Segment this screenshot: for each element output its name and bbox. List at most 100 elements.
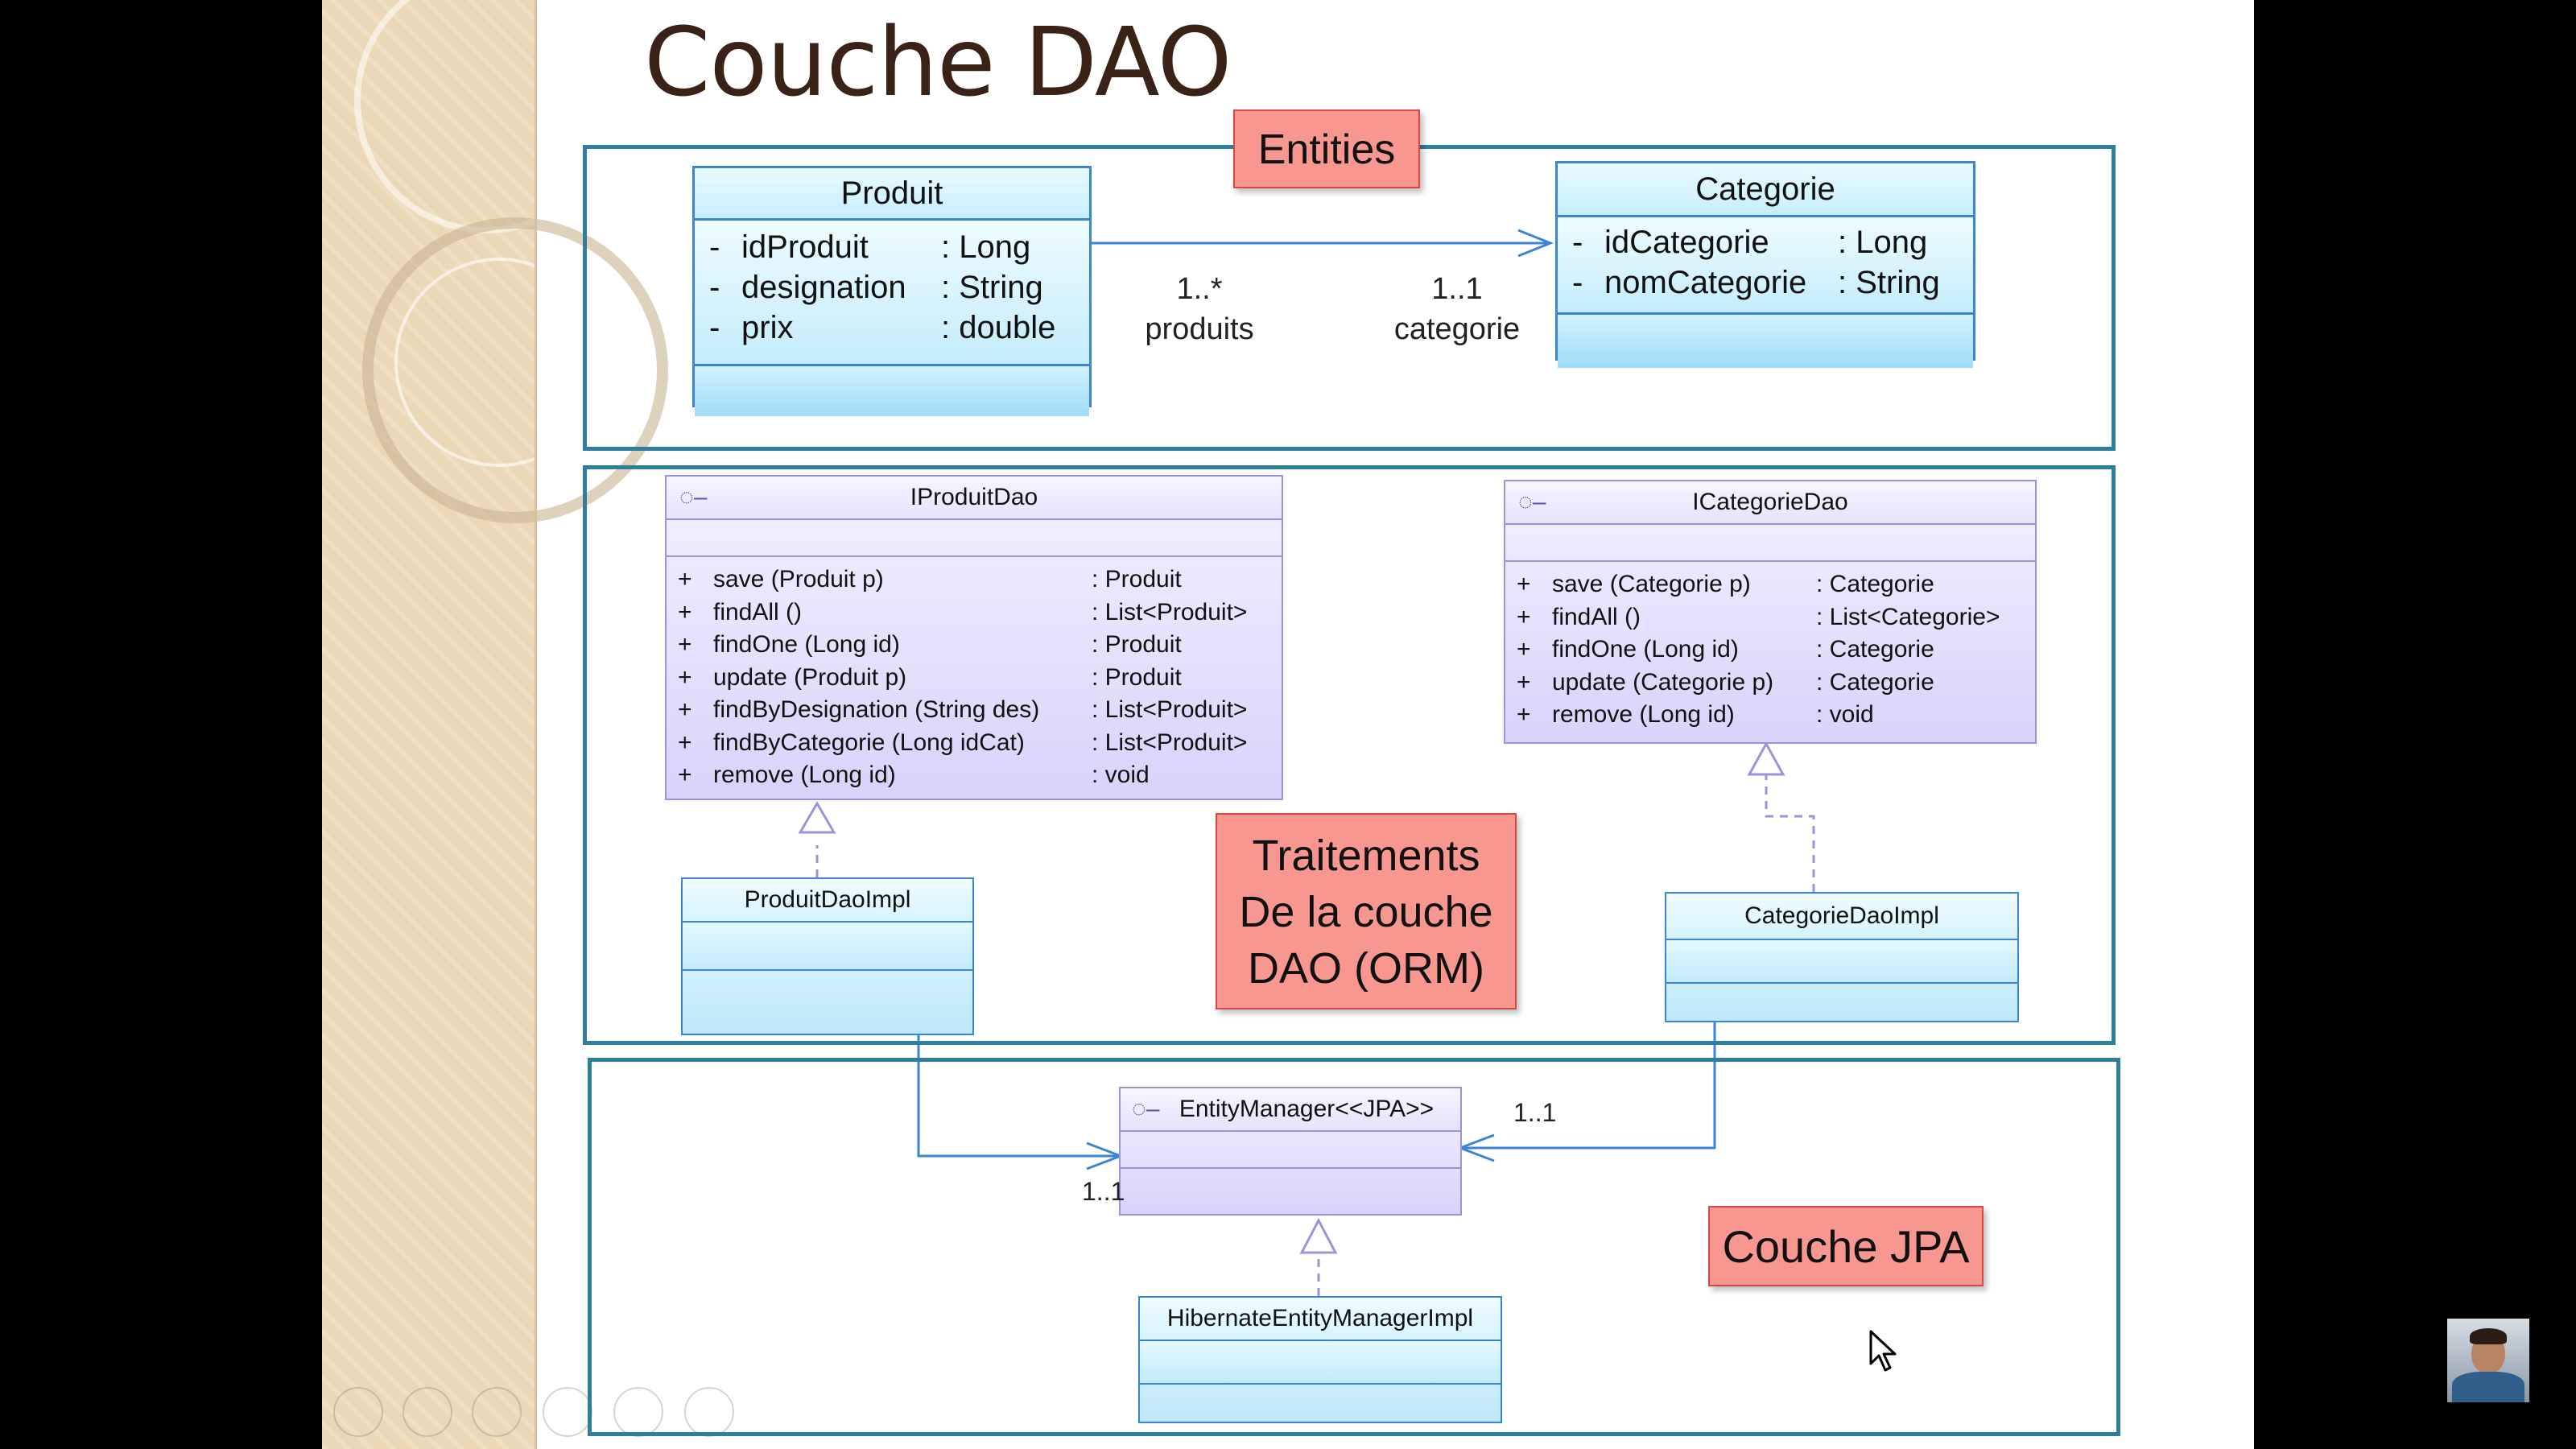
attribute-visibility: - — [1572, 225, 1583, 260]
produitdaoimpl-attributes — [683, 923, 972, 971]
produit-operations-compartment — [695, 364, 1089, 416]
entities-tag-label: Entities — [1257, 126, 1396, 173]
presenter-webcam-thumbnail — [2447, 1319, 2529, 1402]
categoriedaoimpl-to-entitymanager-line — [1462, 1022, 1716, 1150]
attribute-type: : double — [941, 310, 1056, 345]
attribute-type: : String — [941, 270, 1043, 305]
slide-title: Couche DAO — [644, 6, 1232, 118]
slide-sidebar-decoration — [322, 0, 668, 1449]
operation-row: + findAll () : List<Categorie> — [1505, 601, 2035, 634]
operation-row: + findOne (Long id) : Produit — [667, 629, 1282, 662]
entitymanager-right-multiplicity: 1..1 — [1513, 1098, 1557, 1127]
presenter-shirt — [2452, 1372, 2524, 1402]
source-role: produits — [1145, 312, 1254, 346]
attribute-row: - prix : double — [695, 308, 1089, 348]
operation-visibility: + — [678, 663, 692, 691]
attribute-row: - idProduit : Long — [695, 227, 1089, 267]
operation-row: + save (Categorie p) : Categorie — [1505, 568, 2035, 601]
operation-signature: remove (Long id) — [1552, 701, 1735, 728]
hibernate-impl-attributes — [1140, 1341, 1501, 1385]
categoriedaoimpl-realization-triangle — [1747, 741, 1785, 776]
produit-entity-name: Produit — [695, 168, 1089, 221]
operation-return-type: : List<Produit> — [1092, 598, 1248, 625]
all-slides-button[interactable] — [543, 1387, 592, 1437]
operation-return-type: : Categorie — [1816, 668, 1934, 696]
next-slide-button[interactable] — [402, 1387, 452, 1437]
operation-visibility: + — [678, 762, 692, 788]
icategoriedao-operations: + save (Categorie p) : Categorie + findA… — [1505, 562, 2035, 732]
operation-signature: findOne (Long id) — [1552, 636, 1739, 663]
attribute-name: idCategorie — [1604, 225, 1769, 260]
entitymanager-header: ◌– EntityManager<<JPA>> — [1121, 1088, 1460, 1132]
previous-slide-button[interactable] — [333, 1387, 383, 1437]
operation-row: + findAll () : List<Produit> — [667, 597, 1282, 630]
source-multiplicity: 1..* — [1176, 272, 1223, 306]
operation-visibility: + — [678, 729, 692, 756]
traitements-tag-line: De la couche — [1239, 888, 1493, 936]
pen-tool-button[interactable] — [472, 1387, 522, 1437]
couche-jpa-tag-label: Couche JPA — [1722, 1221, 1970, 1272]
operation-signature: update (Categorie p) — [1552, 668, 1774, 696]
attribute-type: : String — [1838, 265, 1940, 300]
interface-lollipop-icon: ◌– — [1132, 1096, 1160, 1122]
attribute-name: nomCategorie — [1604, 265, 1807, 300]
zoom-button[interactable] — [613, 1387, 663, 1437]
mouse-cursor-icon — [1869, 1330, 1897, 1372]
operation-return-type: : void — [1816, 701, 1874, 728]
operation-signature: findByCategorie (Long idCat) — [713, 729, 1025, 756]
operation-visibility: + — [678, 566, 692, 592]
entitymanager-left-multiplicity: 1..1 — [1082, 1177, 1125, 1206]
operation-signature: findAll () — [1552, 603, 1641, 630]
entitymanager-interface: ◌– EntityManager<<JPA>> — [1119, 1087, 1462, 1216]
icategoriedao-header: ◌– ICategorieDao — [1505, 481, 2035, 525]
jpa-panel — [588, 1058, 2120, 1436]
produit-entity: Produit - idProduit : Long - designation… — [692, 166, 1092, 416]
interface-lollipop-icon: ◌– — [1518, 489, 1546, 515]
operation-row: + update (Produit p) : Produit — [667, 662, 1282, 695]
attribute-name: prix — [741, 310, 794, 345]
operation-row: + update (Categorie p) : Categorie — [1505, 667, 2035, 700]
operation-row: + findOne (Long id) : Categorie — [1505, 634, 2035, 667]
operation-return-type: : List<Categorie> — [1816, 603, 2000, 630]
entitymanager-name: EntityManager<<JPA>> — [1179, 1096, 1435, 1122]
categorie-attributes: - idCategorie : Long - nomCategorie : St… — [1558, 217, 1973, 312]
traitements-tag-line: DAO (ORM) — [1248, 944, 1484, 993]
attribute-visibility: - — [709, 229, 720, 265]
attribute-row: - nomCategorie : String — [1558, 262, 1973, 303]
iproduitdao-attributes-compartment — [667, 520, 1282, 557]
operation-signature: findOne (Long id) — [713, 631, 900, 658]
operation-return-type: : Categorie — [1816, 571, 1934, 597]
categorie-entity-name: Categorie — [1558, 163, 1973, 217]
operation-visibility: + — [678, 696, 692, 723]
interface-lollipop-icon: ◌– — [679, 484, 708, 510]
operation-signature: findByDesignation (String des) — [713, 696, 1040, 723]
attribute-visibility: - — [1572, 265, 1583, 300]
decorative-ring-inner — [394, 258, 604, 467]
attribute-name: idProduit — [741, 229, 869, 265]
iproduitdao-operations: + save (Produit p) : Produit + findAll (… — [667, 557, 1282, 792]
attribute-type: : Long — [941, 229, 1031, 265]
attribute-type: : Long — [1838, 225, 1928, 260]
operation-return-type: : Produit — [1092, 566, 1182, 592]
operation-row: + remove (Long id) : void — [667, 759, 1282, 792]
operation-row: + findByCategorie (Long idCat) : List<Pr… — [667, 727, 1282, 760]
hibernate-impl-name: HibernateEntityManagerImpl — [1140, 1298, 1501, 1341]
operation-return-type: : Produit — [1092, 631, 1182, 658]
more-options-button[interactable] — [684, 1387, 734, 1437]
operation-visibility: + — [1517, 603, 1531, 630]
produitdaoimpl-name: ProduitDaoImpl — [683, 879, 972, 923]
operation-return-type: : List<Produit> — [1092, 729, 1248, 756]
operation-signature: save (Categorie p) — [1552, 571, 1751, 597]
entities-tag: Entities — [1233, 109, 1420, 188]
slide: Couche DAO Entities Produit - — [322, 0, 2254, 1449]
operation-row: + remove (Long id) : void — [1505, 699, 2035, 732]
presenter-hair — [2470, 1328, 2507, 1344]
sidebar-divider — [535, 0, 537, 1449]
operation-return-type: : Produit — [1092, 663, 1182, 691]
dao-panel — [583, 465, 2116, 1045]
operation-visibility: + — [1517, 701, 1531, 728]
iproduitdao-name: IProduitDao — [910, 484, 1038, 510]
operation-visibility: + — [678, 598, 692, 625]
operation-signature: update (Produit p) — [713, 663, 907, 691]
traitements-tag: Traitements De la couche DAO (ORM) — [1216, 813, 1517, 1009]
